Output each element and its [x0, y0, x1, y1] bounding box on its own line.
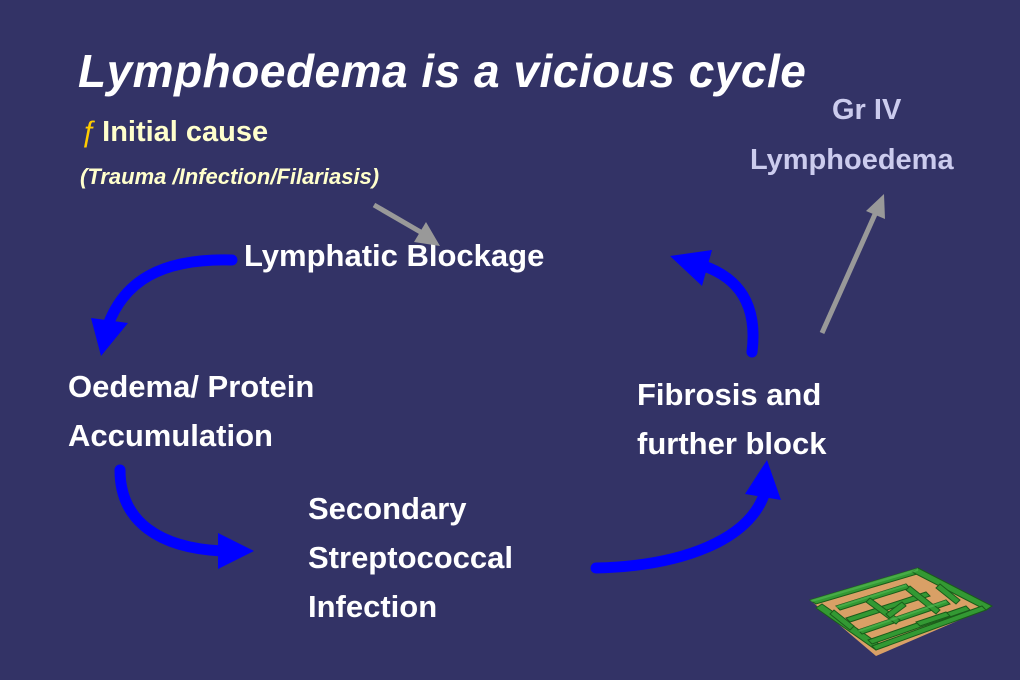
node-infection-line: Secondary — [308, 491, 467, 526]
node-infection-line: Streptococcal — [308, 540, 514, 575]
arrow-head-icon — [670, 250, 712, 286]
straight-arrow-icon — [819, 210, 879, 335]
outcome-label: Lymphoedema — [750, 144, 954, 176]
node-infection-line: Infection — [308, 589, 438, 624]
curved-arrow-icon — [102, 254, 238, 331]
bullet-icon: ƒ — [80, 116, 97, 148]
slide-title: Lymphoedema is a vicious cycle — [78, 45, 807, 97]
arrow-head-icon — [218, 533, 254, 569]
arrow-head-icon — [866, 194, 885, 219]
straight-arrow-icon — [372, 202, 426, 237]
node-oedema-line: Accumulation — [68, 418, 273, 453]
curved-arrow-icon — [590, 486, 771, 574]
curved-arrow-icon — [114, 464, 228, 557]
node-infection: Secondary Streptococcal Infection — [308, 484, 513, 631]
node-fibrosis: Fibrosis and further block — [637, 370, 826, 468]
maze-icon — [808, 567, 993, 656]
node-oedema-line: Oedema/ Protein — [68, 369, 315, 404]
node-lymphatic-blockage: Lymphatic Blockage — [244, 238, 545, 273]
arrow-head-icon — [745, 460, 781, 500]
arrow-head-icon — [91, 318, 128, 356]
arrow-head-icon — [414, 222, 440, 246]
curved-arrow-icon — [698, 260, 759, 358]
initial-cause-label: Initial cause — [102, 116, 269, 148]
node-fibrosis-line: further block — [637, 426, 827, 461]
node-fibrosis-line: Fibrosis and — [637, 377, 822, 412]
outcome-grade: Gr IV — [832, 94, 902, 126]
initial-cause-detail: (Trauma /Infection/Filariasis) — [80, 164, 380, 189]
node-oedema: Oedema/ Protein Accumulation — [68, 362, 314, 460]
